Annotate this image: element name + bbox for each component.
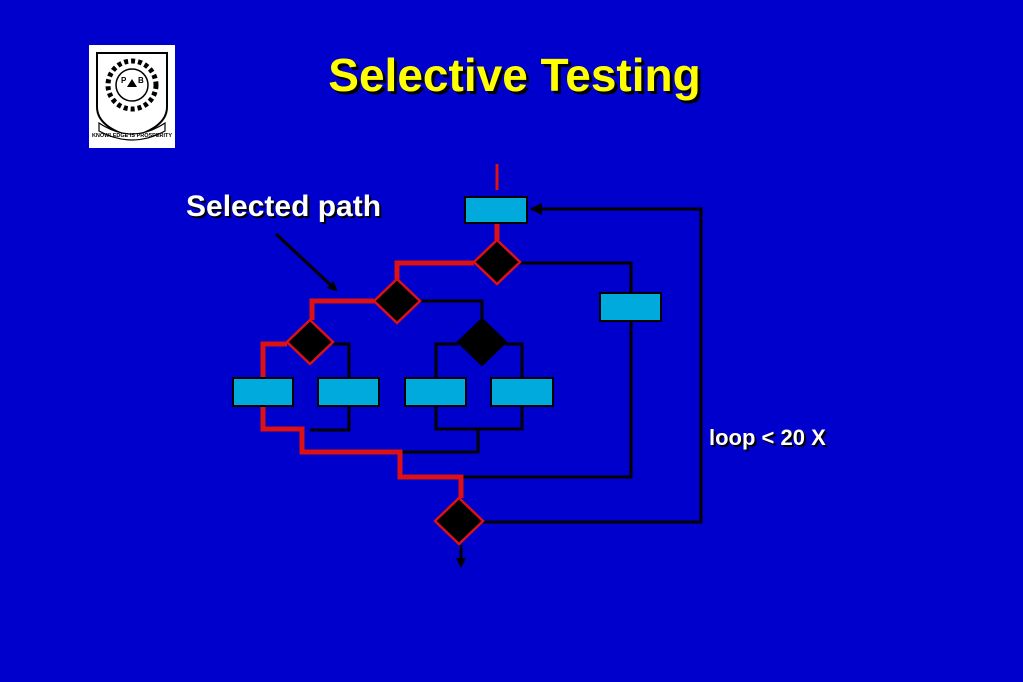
decision-diamond-top [472, 238, 522, 286]
decision-diamond-left-left [285, 318, 335, 366]
logo-letter-p: P [121, 76, 127, 85]
unselected-edges [310, 207, 703, 560]
process-box-3 [404, 377, 467, 407]
exit-arrow [456, 558, 466, 568]
callout-arrow [274, 232, 338, 292]
selected-path [260, 164, 500, 498]
process-box-right [599, 292, 662, 322]
college-logo: P B KNOWLEDGE IS PROSPERITY [89, 45, 175, 148]
loop-arrow-head [530, 203, 542, 215]
process-box-4 [490, 377, 554, 407]
decision-diamond-left-right [456, 317, 508, 367]
loop-back-edge [483, 207, 703, 524]
decision-diamond-loop [433, 496, 485, 546]
selected-path-label: Selected path [186, 190, 382, 223]
logo-motto: KNOWLEDGE IS PROSPERITY [92, 133, 172, 139]
slide-title: Selective Testing [328, 49, 701, 101]
logo-letter-b: B [138, 76, 144, 85]
process-box-1 [232, 377, 294, 407]
process-box-2 [317, 377, 380, 407]
decision-diamond-left [372, 277, 422, 325]
loop-label: loop < 20 X [709, 425, 826, 450]
process-box-entry [464, 196, 528, 224]
